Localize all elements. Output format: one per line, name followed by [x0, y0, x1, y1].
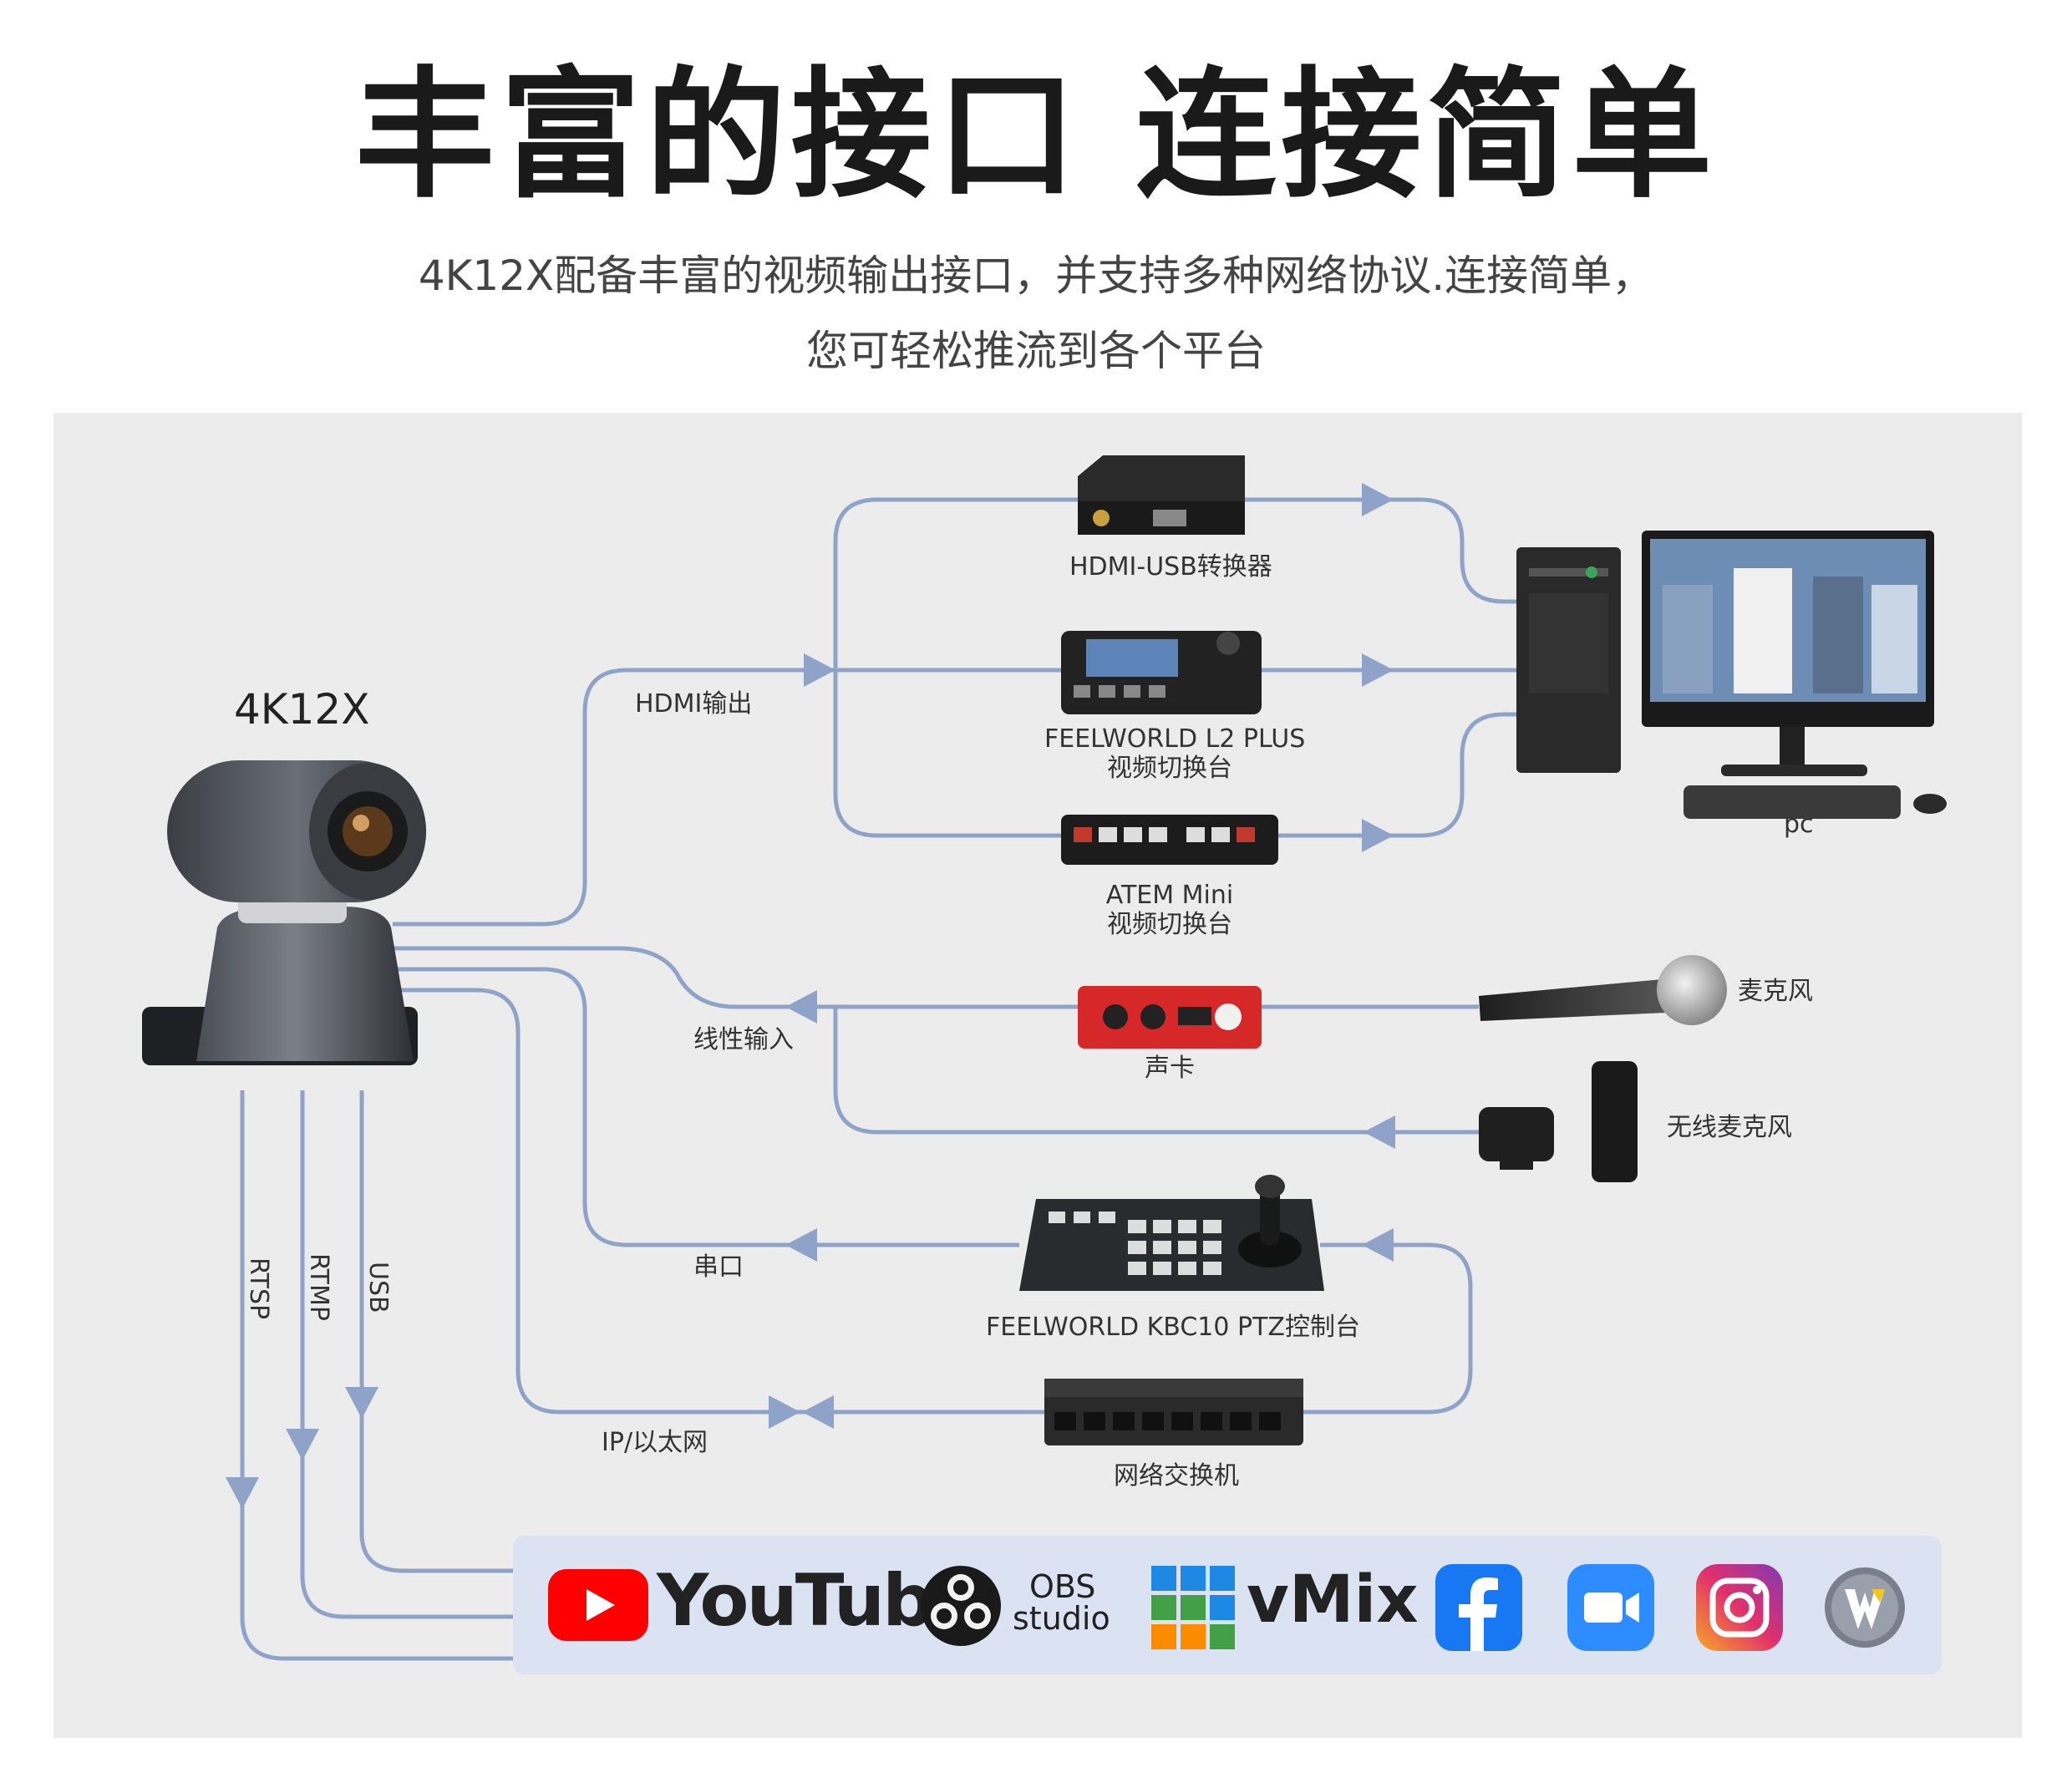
facebook-icon[interactable]	[1435, 1564, 1522, 1651]
line-hdmi-branches	[833, 497, 1078, 838]
pc-image	[1516, 531, 1947, 819]
arrow-hdmi	[804, 653, 835, 687]
obs-wordmark: OBS studio	[1013, 1571, 1110, 1634]
label-usb: USB	[363, 1262, 393, 1313]
arrow-l2-pc	[1362, 653, 1394, 687]
label-line-in: 线性输入	[693, 1025, 794, 1054]
label-sound-card: 声卡	[1145, 1054, 1195, 1083]
label-l2-plus-line2: 视频切换台	[1107, 753, 1232, 783]
atem-mini-image	[1061, 815, 1278, 865]
zoom-icon[interactable]	[1567, 1564, 1654, 1651]
label-atem-line1: ATEM Mini	[1105, 881, 1234, 910]
arrow-serial	[785, 1228, 817, 1262]
line-switch-to-kbc	[1303, 1242, 1473, 1415]
label-pc: pc	[1784, 810, 1814, 839]
hdmi-usb-converter-image	[1078, 455, 1245, 535]
kbc10-controller-image	[1019, 1175, 1324, 1291]
label-atem: ATEM Mini 视频切换台	[1061, 881, 1278, 939]
arrow-usb	[345, 1387, 378, 1419]
line-rtmp	[300, 1090, 513, 1619]
youtube-icon[interactable]	[548, 1569, 648, 1641]
obs-wordmark-line2: studio	[1013, 1600, 1110, 1637]
label-ip: IP/以太网	[602, 1428, 708, 1457]
arrow-ip-right	[769, 1395, 800, 1429]
label-serial: 串口	[693, 1252, 744, 1282]
label-switch: 网络交换机	[1114, 1461, 1239, 1491]
arrow-usb-pc	[1362, 483, 1394, 516]
line-wireless-mic	[833, 1007, 1479, 1135]
label-microphone: 麦克风	[1738, 977, 1813, 1006]
obs-icon[interactable]	[919, 1564, 1003, 1648]
arrow-kbc	[1362, 1228, 1394, 1262]
ptz-camera-image	[142, 760, 426, 1065]
arrow-rtmp	[286, 1429, 319, 1460]
network-switch-image	[1044, 1379, 1303, 1445]
arrow-ip-left	[802, 1395, 834, 1429]
arrow-wireless	[1364, 1115, 1395, 1149]
page-title: 丰富的接口 连接简单	[354, 53, 1718, 217]
sound-card-image	[1078, 986, 1262, 1049]
l2-plus-switcher-image	[1061, 631, 1262, 714]
arrow-line-in	[785, 990, 817, 1024]
label-rtmp: RTMP	[304, 1253, 333, 1321]
line-atem-to-pc	[1278, 712, 1516, 838]
line-serial	[393, 967, 1019, 1247]
label-l2-plus-line1: FEELWORLD L2 PLUS	[1044, 724, 1306, 754]
obs-wordmark-line1: OBS	[1029, 1568, 1096, 1605]
label-rtsp: RTSP	[244, 1257, 273, 1320]
wireless-mic-image	[1479, 1061, 1638, 1182]
instagram-icon[interactable]	[1696, 1564, 1783, 1651]
subtitle-line-2: 您可轻松推流到各个平台	[806, 327, 1266, 375]
arrowheads	[226, 483, 1395, 1509]
line-usb	[359, 1090, 513, 1573]
label-hdmi-out: HDMI输出	[635, 689, 753, 719]
label-kbc10: FEELWORLD KBC10 PTZ控制台	[986, 1313, 1360, 1342]
label-l2-plus: FEELWORLD L2 PLUS 视频切换台	[1044, 724, 1306, 783]
label-wireless-mic: 无线麦克风	[1667, 1113, 1792, 1142]
arrow-atem-pc	[1362, 819, 1394, 852]
connection-lines	[240, 497, 1516, 1661]
wirecast-icon[interactable]	[1821, 1564, 1908, 1651]
line-line-in	[393, 946, 1078, 1009]
arrow-rtsp	[226, 1477, 259, 1509]
label-atem-line2: 视频切换台	[1107, 909, 1232, 939]
microphone-image	[1479, 955, 1727, 1025]
vmix-wordmark: vMix	[1247, 1562, 1419, 1638]
vmix-icon[interactable]	[1151, 1566, 1235, 1649]
line-hdmi-out	[393, 668, 1170, 927]
line-rtsp	[240, 1090, 513, 1661]
camera-label: 4K12X	[234, 685, 370, 734]
line-usb-to-pc	[1245, 497, 1516, 604]
line-ip	[393, 988, 1044, 1415]
label-hdmi-usb: HDMI-USB转换器	[1069, 552, 1272, 582]
subtitle-line-1: 4K12X配备丰富的视频输出接口，并支持多种网络协议.连接简单，	[418, 251, 1654, 300]
